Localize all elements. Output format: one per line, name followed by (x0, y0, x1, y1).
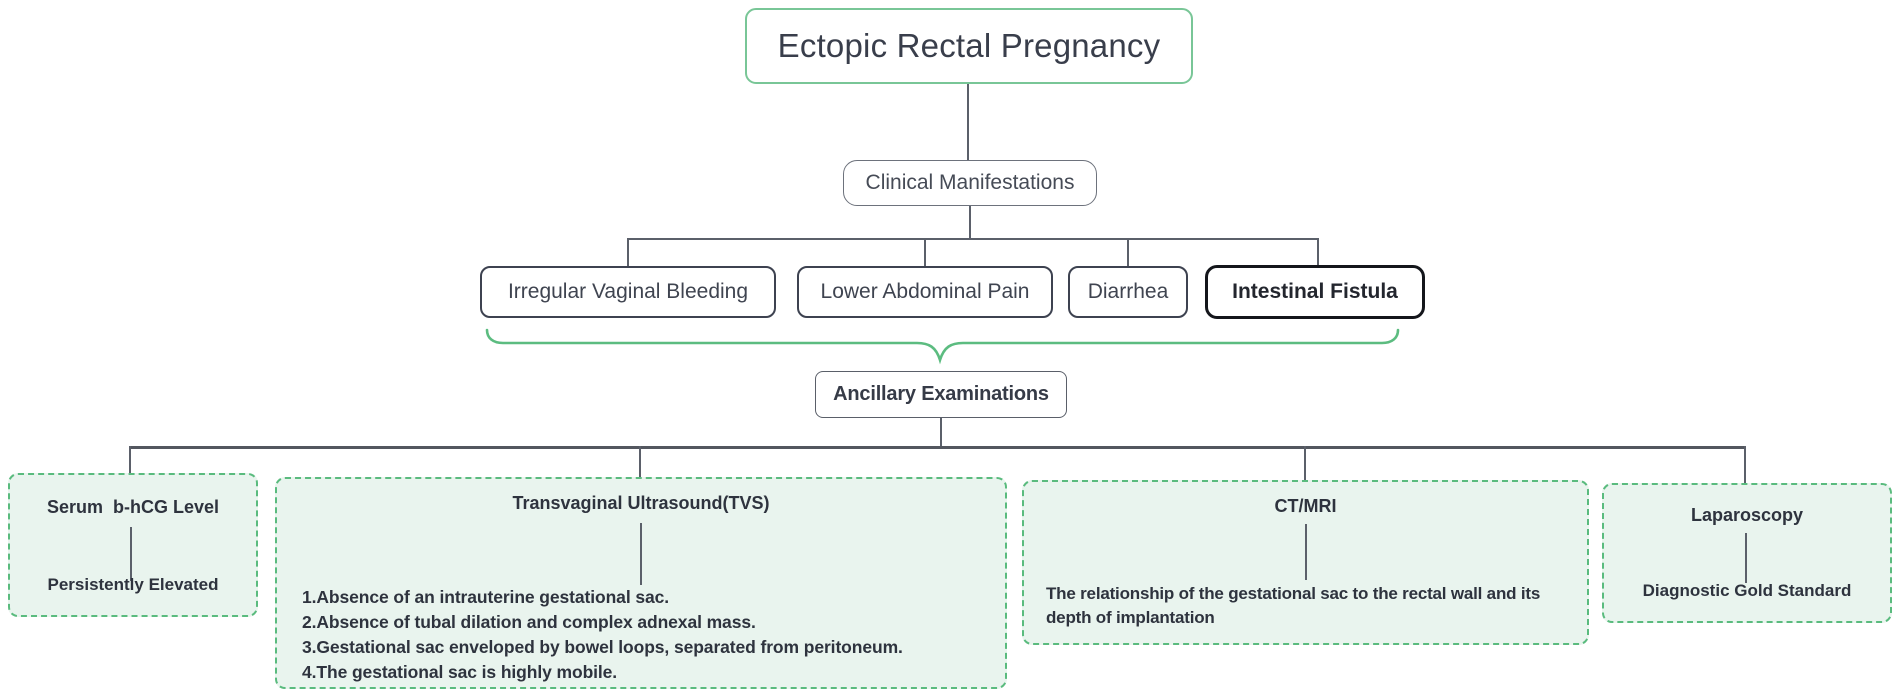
exam-title: Transvaginal Ultrasound(TVS) (512, 493, 770, 513)
connector-clinical-stem (969, 206, 971, 239)
ancillary-examinations-box: Ancillary Examinations (815, 371, 1067, 418)
exam-finding-item: 3.Gestational sac enveloped by bowel loo… (302, 637, 903, 657)
exam-card-serum-bhcg: Serum b-hCG Level Persistently Elevated (8, 473, 258, 617)
exam-finding-item: 2.Absence of tubal dilation and complex … (302, 612, 756, 632)
connector-exam-bus (129, 446, 1745, 449)
symptom-label: Intestinal Fistula (1232, 280, 1398, 303)
exam-findings-list: 1.Absence of an intrauterine gestational… (302, 585, 990, 685)
exam-detail: Persistently Elevated (47, 575, 219, 594)
exam-finding-item: 4.The gestational sac is highly mobile. (302, 662, 618, 682)
connector-exam-inner (130, 527, 132, 581)
connector-drop-diarrhea (1127, 238, 1129, 266)
symptom-box-lower-abdominal-pain: Lower Abdominal Pain (797, 266, 1053, 318)
connector-exam-inner (640, 523, 642, 585)
connector-drop-laparoscopy (1744, 446, 1746, 497)
connector-ancillary-stem (940, 418, 942, 448)
connector-drop-ctmri (1304, 446, 1306, 495)
connector-title-to-clinical (967, 84, 969, 160)
symptom-label: Irregular Vaginal Bleeding (507, 280, 749, 303)
connector-drop-bleeding (627, 238, 629, 266)
exam-finding-item: 1.Absence of an intrauterine gestational… (302, 587, 669, 607)
clinical-manifestations-box: Clinical Manifestations (843, 160, 1097, 206)
connector-exam-inner (1745, 533, 1747, 583)
connector-drop-serum (129, 446, 131, 492)
connector-drop-tvs (639, 446, 641, 494)
symptom-box-diarrhea: Diarrhea (1068, 266, 1188, 318)
clinical-manifestations-label: Clinical Manifestations (865, 171, 1075, 194)
exam-card-laparoscopy: Laparoscopy Diagnostic Gold Standard (1602, 483, 1892, 623)
root-title-label: Ectopic Rectal Pregnancy (777, 27, 1161, 64)
exam-detail: The relationship of the gestational sac … (1046, 584, 1541, 627)
exam-title: CT/MRI (1274, 496, 1337, 516)
connector-symptom-bus (627, 238, 1319, 240)
exam-title: Laparoscopy (1690, 505, 1804, 525)
symptom-box-intestinal-fistula: Intestinal Fistula (1205, 265, 1425, 319)
exam-card-ct-mri: CT/MRI The relationship of the gestation… (1022, 480, 1589, 645)
exam-title: Serum b-hCG Level (46, 497, 220, 517)
exam-detail: Diagnostic Gold Standard (1642, 581, 1852, 600)
ancillary-examinations-label: Ancillary Examinations (833, 383, 1049, 405)
symptom-box-irregular-vaginal-bleeding: Irregular Vaginal Bleeding (480, 266, 776, 318)
connector-drop-pain (924, 238, 926, 266)
exam-card-tvs: Transvaginal Ultrasound(TVS) 1.Absence o… (275, 477, 1007, 689)
connector-drop-fistula (1317, 238, 1319, 266)
root-title-box: Ectopic Rectal Pregnancy (745, 8, 1193, 84)
symptom-label: Lower Abdominal Pain (820, 280, 1030, 303)
curly-brace-icon (485, 328, 1400, 365)
connector-exam-inner (1305, 524, 1307, 580)
symptom-label: Diarrhea (1087, 280, 1169, 303)
